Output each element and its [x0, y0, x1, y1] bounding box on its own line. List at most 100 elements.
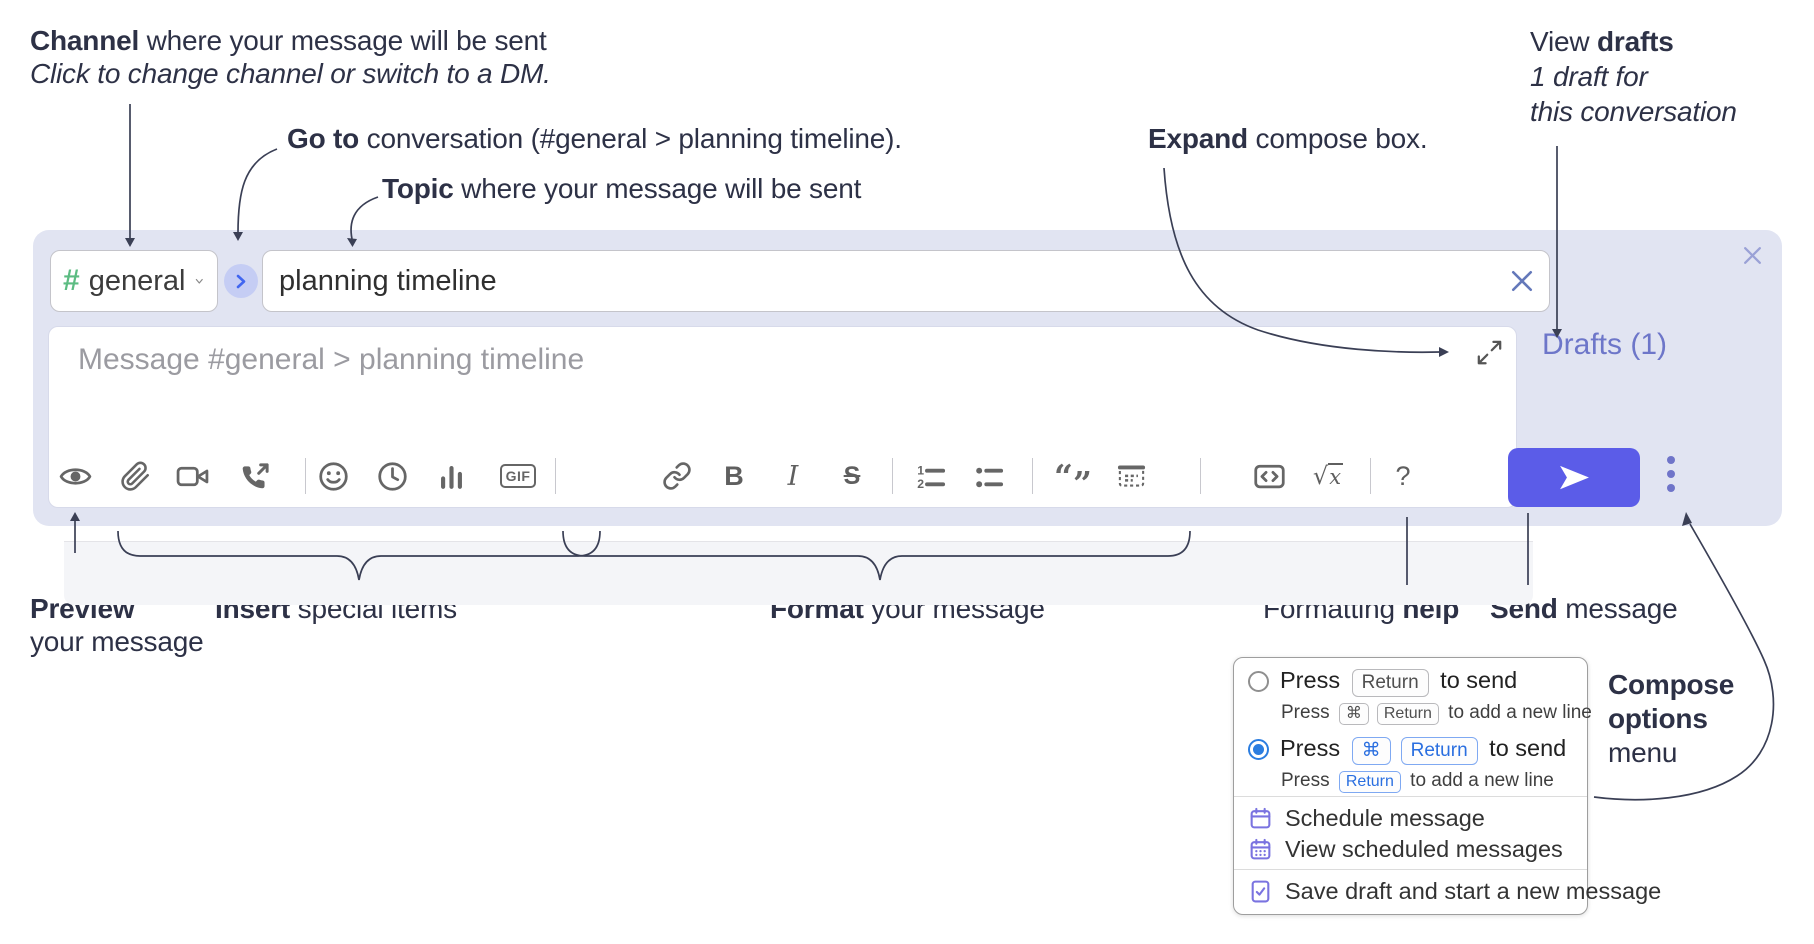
- bold-icon: B: [724, 460, 744, 491]
- annotation-goto: Go to conversation (#general > planning …: [287, 123, 902, 154]
- bulleted-list-button[interactable]: [966, 453, 1012, 499]
- topic-input-box: [262, 250, 1550, 312]
- toolbar-divider: [1370, 458, 1371, 494]
- calendar-dots-icon: [1250, 838, 1271, 860]
- popup-separator: [1234, 869, 1587, 870]
- italic-button[interactable]: I: [770, 453, 816, 499]
- annotation-channel: Channel where your message will be sent …: [30, 24, 551, 90]
- compose-toolbar: [64, 541, 1533, 605]
- eye-icon: [59, 467, 91, 485]
- link-icon: [663, 462, 691, 490]
- channel-selector[interactable]: # general: [50, 250, 218, 312]
- paperclip-icon: [120, 461, 149, 491]
- svg-text:1: 1: [917, 463, 924, 477]
- bulleted-list-icon: [975, 467, 1003, 487]
- message-formatting-help-button[interactable]: ?: [1380, 453, 1426, 499]
- radio-unselected-icon[interactable]: [1248, 671, 1269, 693]
- numbered-list-button[interactable]: 1 2: [908, 453, 954, 499]
- send-option-return-sub: Press ⌘Return to add a new line: [1281, 702, 1592, 725]
- ellipsis-dot: [1667, 470, 1675, 478]
- send-option-return[interactable]: Press Return to send: [1248, 667, 1517, 697]
- annotation-channel-line2: Click to change channel or switch to a D…: [30, 58, 551, 89]
- bold-button[interactable]: B: [711, 453, 757, 499]
- compose-options-popup: Press Return to send Press ⌘Return to ad…: [1233, 657, 1661, 915]
- attach-file-button[interactable]: [112, 453, 158, 499]
- compose-box: # general: [33, 230, 1782, 605]
- math-icon: √x: [1312, 462, 1344, 490]
- menu-item-view-scheduled[interactable]: View scheduled messages: [1248, 836, 1563, 863]
- message-input-box: [48, 326, 1533, 605]
- global-time-button[interactable]: [369, 453, 415, 499]
- strikethrough-button[interactable]: S: [829, 453, 875, 499]
- topic-clear-button[interactable]: [1507, 266, 1537, 296]
- close-icon: [1511, 270, 1533, 292]
- menu-item-save-draft[interactable]: Save draft and start a new message: [1248, 878, 1661, 905]
- link-button[interactable]: [654, 453, 700, 499]
- math-button[interactable]: √x: [1305, 453, 1351, 499]
- drafts-link[interactable]: Drafts (1): [1542, 328, 1668, 361]
- toolbar-divider: [555, 458, 556, 494]
- send-option-cmd-return[interactable]: Press ⌘Return to send: [1248, 735, 1566, 765]
- go-to-conversation-button[interactable]: [224, 264, 258, 298]
- clock-icon: [377, 461, 407, 491]
- strikethrough-icon: S: [843, 461, 861, 490]
- return-key: Return: [1376, 703, 1439, 725]
- chevron-down-icon: [196, 278, 204, 284]
- video-call-button[interactable]: [169, 453, 215, 499]
- annotation-expand: Expand compose box.: [1148, 123, 1428, 154]
- question-mark-icon: ?: [1395, 460, 1411, 491]
- popup-separator: [1234, 796, 1587, 797]
- phone-call-icon: [242, 462, 269, 488]
- toolbar-divider: [1032, 458, 1033, 494]
- channel-name: general: [88, 264, 186, 297]
- send-option-cmd-return-sub: Press Return to add a new line: [1281, 770, 1554, 793]
- annotation-channel-bold: Channel: [30, 25, 140, 56]
- svg-text:2: 2: [917, 477, 924, 491]
- return-key: Return: [1351, 669, 1429, 697]
- annotation-topic: Topic where your message will be sent: [382, 173, 862, 204]
- close-icon: [1744, 247, 1761, 264]
- expand-compose-button[interactable]: [1476, 339, 1503, 366]
- emoji-button[interactable]: [310, 453, 356, 499]
- expand-icon: [1477, 340, 1502, 365]
- smiley-icon: [318, 461, 348, 491]
- annotation-channel-rest: where your message will be sent: [139, 25, 547, 56]
- compose-options-menu-button[interactable]: [1663, 456, 1679, 492]
- poll-button[interactable]: [428, 453, 474, 499]
- quote-icon: “”: [1054, 456, 1092, 503]
- toolbar-divider: [1200, 458, 1201, 494]
- annotation-view-drafts: View drafts 1 draft for this conversatio…: [1530, 26, 1737, 127]
- spoiler-button[interactable]: [1108, 453, 1154, 499]
- cmd-key: ⌘: [1338, 703, 1369, 725]
- compose-close-button[interactable]: [1739, 242, 1766, 269]
- radio-selected-icon[interactable]: [1248, 739, 1269, 761]
- quote-button[interactable]: “”: [1050, 453, 1096, 503]
- channel-hash-icon: #: [63, 264, 80, 297]
- cmd-key: ⌘: [1351, 737, 1391, 765]
- numbered-list-icon: 1 2: [917, 463, 945, 491]
- bar-chart-icon: [440, 465, 462, 489]
- message-input[interactable]: [76, 341, 1460, 435]
- draft-document-check-icon: [1251, 880, 1270, 903]
- return-key: Return: [1338, 771, 1401, 793]
- annotation-compose-options: Compose options menu: [1608, 669, 1735, 768]
- gif-button[interactable]: GIF: [495, 453, 541, 499]
- toolbar-divider: [892, 458, 893, 494]
- audio-call-button[interactable]: [232, 453, 278, 499]
- send-button[interactable]: [1508, 448, 1640, 507]
- video-camera-icon: [176, 466, 208, 486]
- ellipsis-dot: [1667, 456, 1675, 464]
- calendar-icon: [1250, 807, 1271, 829]
- chevron-right-icon: [236, 274, 246, 288]
- toolbar-divider: [305, 458, 306, 494]
- code-icon: [1253, 464, 1285, 488]
- return-key: Return: [1400, 737, 1478, 765]
- ellipsis-dot: [1667, 484, 1675, 492]
- code-button[interactable]: [1246, 453, 1292, 499]
- topic-input[interactable]: [263, 264, 1507, 298]
- italic-icon: I: [787, 460, 799, 492]
- send-plane-icon: [1559, 465, 1589, 490]
- preview-button[interactable]: [52, 453, 98, 499]
- menu-item-schedule-message[interactable]: Schedule message: [1248, 805, 1485, 832]
